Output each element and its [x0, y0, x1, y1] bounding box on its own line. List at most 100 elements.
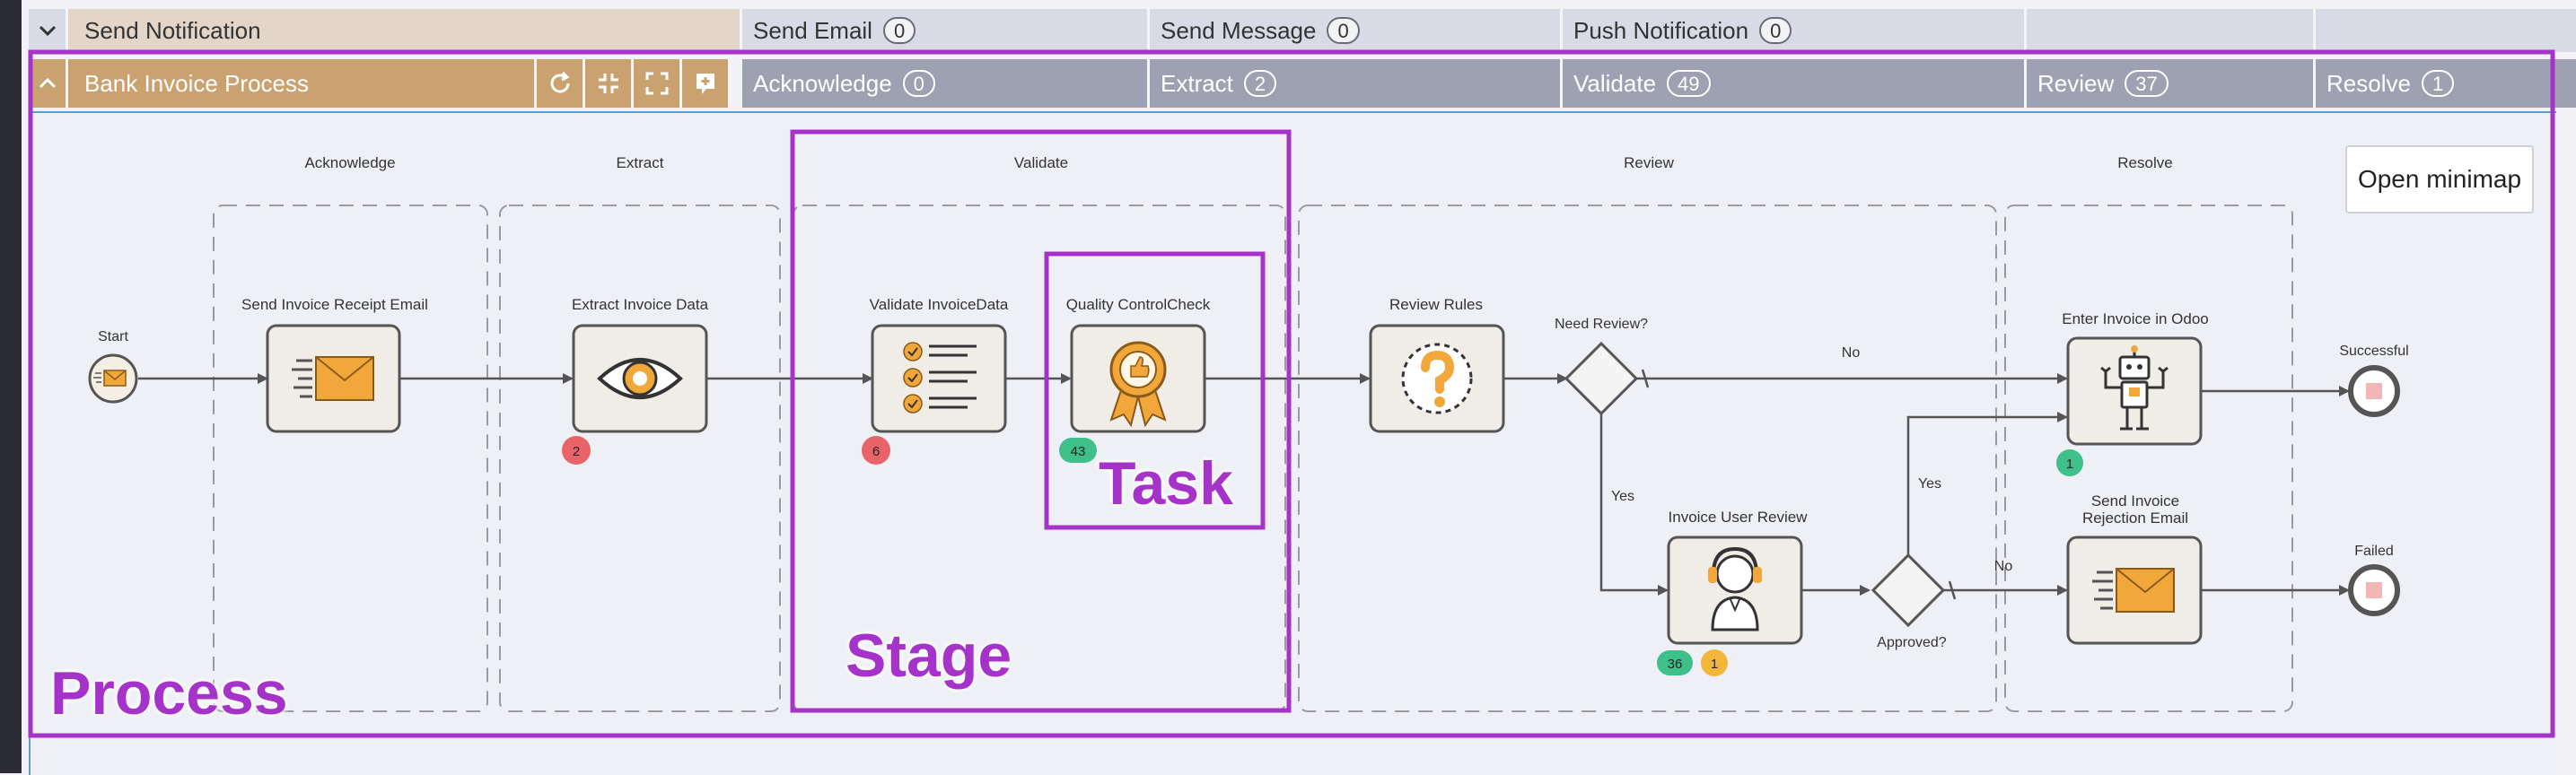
stage-lane-acknowledge: [213, 205, 488, 712]
start-label: Start: [98, 329, 128, 344]
flow-yes-review: [1599, 414, 1669, 596]
stage-lane-resolve: [2004, 205, 2293, 712]
checklist-icon: [903, 342, 977, 414]
refresh-icon: [550, 71, 570, 93]
counter-badge-green[interactable]: 43: [1059, 438, 1097, 463]
support-agent-icon: [1708, 546, 1762, 631]
task-review-rules[interactable]: [1369, 324, 1505, 433]
stage-count-badge: 0: [1759, 17, 1792, 44]
chevron-up-icon: [39, 77, 56, 89]
robot-icon: [2100, 345, 2169, 431]
task-invoice-user-review[interactable]: [1667, 536, 1803, 645]
counter-badge-red[interactable]: 6: [862, 436, 890, 465]
start-event[interactable]: [88, 353, 138, 404]
annotation-process: Process: [50, 659, 288, 727]
task-label: Quality ControlCheck: [1066, 296, 1211, 313]
flow-label-yes: Yes: [1611, 489, 1634, 504]
stage-title-extract: Extract: [617, 154, 664, 171]
svg-text:1: 1: [1711, 657, 1718, 672]
counter-badge-red[interactable]: 2: [562, 436, 591, 465]
stage-title-acknowledge: Acknowledge: [304, 154, 395, 171]
app-sidebar-strip: [0, 0, 22, 773]
stage-lane-extract: [499, 205, 781, 712]
svg-text:6: 6: [872, 444, 880, 459]
gateway-label: Approved?: [1877, 635, 1946, 650]
task-extract-invoice-data[interactable]: [572, 324, 708, 433]
task-send-receipt-email[interactable]: [266, 324, 401, 433]
task-label: Send Invoice Receipt Email: [241, 296, 428, 313]
task-label: Send Invoice: [2091, 492, 2179, 509]
counter-badge-green[interactable]: 36: [1657, 650, 1693, 675]
end-label: Successful: [2339, 344, 2408, 359]
add-note-icon: [696, 74, 714, 94]
expand-toggle-button[interactable]: [29, 9, 68, 52]
stage-title-validate: Validate: [1014, 154, 1068, 171]
stage-count-badge: 0: [902, 70, 935, 97]
gateway-label: Need Review?: [1555, 317, 1648, 332]
flow-label-no: No: [1842, 345, 1861, 361]
task-quality-control-check[interactable]: [1070, 324, 1206, 433]
flow-yes-approved: [1906, 412, 2068, 555]
question-icon: [1401, 343, 1473, 414]
annotation-task: Task: [1099, 449, 1233, 518]
open-minimap-button[interactable]: Open minimap: [2345, 145, 2534, 213]
mail-icon: [2092, 568, 2175, 613]
svg-text:1: 1: [2066, 457, 2073, 472]
task-send-rejection-email[interactable]: [2066, 536, 2203, 645]
stage-count-badge: 37: [2125, 70, 2169, 97]
collapse-all-button[interactable]: [585, 59, 634, 108]
svg-text:36: 36: [1668, 657, 1683, 672]
svg-text:2: 2: [573, 444, 580, 459]
end-event-successful[interactable]: [2348, 365, 2400, 417]
collapse-toggle-button[interactable]: [29, 59, 68, 108]
add-note-button[interactable]: [682, 59, 731, 108]
refresh-button[interactable]: [537, 59, 585, 108]
task-enter-invoice-odoo[interactable]: [2066, 336, 2203, 446]
annotation-frames: [28, 49, 2555, 738]
stage-count-badge: 0: [1327, 17, 1360, 44]
fullscreen-icon: [645, 72, 668, 95]
task-label: Validate InvoiceData: [870, 296, 1009, 313]
process-title[interactable]: Bank Invoice Process: [68, 59, 537, 108]
sequence-flows: [138, 369, 2350, 600]
task-label: Rejection Email: [2082, 509, 2188, 527]
task-label: Enter Invoice in Odoo: [2062, 310, 2208, 327]
counter-badge-green[interactable]: 1: [2056, 449, 2083, 476]
award-ribbon-icon: [1109, 341, 1167, 428]
stage-title-resolve: Resolve: [2117, 154, 2172, 171]
annotation-frame-task: [1044, 251, 1266, 530]
end-event-failed[interactable]: [2348, 564, 2400, 616]
svg-text:43: 43: [1071, 444, 1086, 459]
stage-header-empty: [2027, 9, 2316, 52]
process-title[interactable]: Send Notification: [68, 9, 742, 52]
gateway-approved[interactable]: [1871, 553, 1946, 628]
annotation-stage: Stage: [846, 622, 1012, 690]
fullscreen-button[interactable]: [634, 59, 682, 108]
mail-icon: [93, 370, 127, 387]
stage-count-badge: 0: [882, 17, 916, 44]
task-label: Review Rules: [1389, 296, 1483, 313]
default-flow-mark: [1948, 580, 1957, 600]
task-validate-invoice-data[interactable]: [871, 324, 1007, 433]
stage-header-empty: [2316, 9, 2576, 52]
collapse-icon: [598, 74, 618, 93]
stage-count-badge: 2: [1243, 70, 1277, 97]
stage-count-badge: 1: [2421, 70, 2455, 97]
counter-badge-orange[interactable]: 1: [1701, 649, 1728, 676]
flow-label-yes: Yes: [1918, 476, 1941, 492]
stage-title-review: Review: [1624, 154, 1674, 171]
gateway-need-review[interactable]: [1564, 341, 1639, 416]
task-label: Extract Invoice Data: [572, 296, 709, 313]
chevron-down-icon: [39, 25, 56, 37]
